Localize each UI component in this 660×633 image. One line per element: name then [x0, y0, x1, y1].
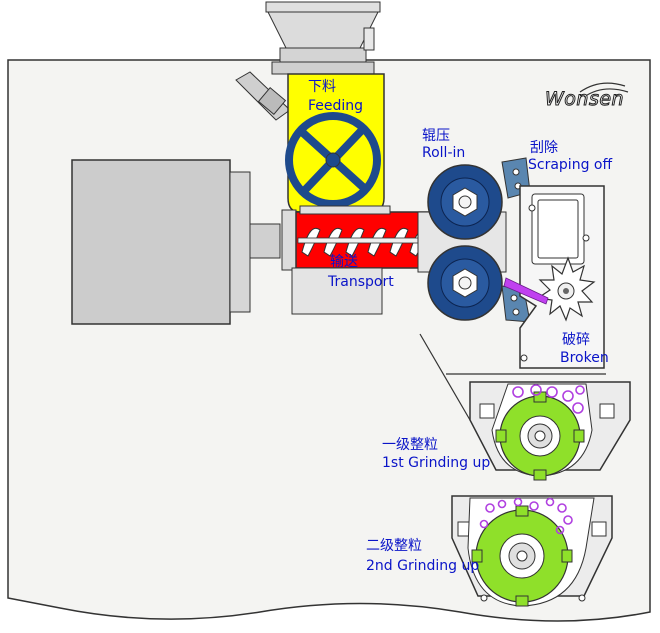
hopper-funnel	[265, 1, 381, 75]
grinder-1	[469, 381, 631, 481]
label-scraping-off-cn: 刮除	[530, 140, 558, 156]
roller-bottom	[427, 245, 503, 321]
label-grinding-1-en: 1st Grinding up	[382, 455, 490, 471]
roller-top	[427, 164, 503, 240]
screw-shaft	[297, 237, 435, 244]
label-broken-cn: 破碎	[562, 332, 590, 348]
discharge-chute	[419, 333, 606, 421]
label-scraping-off-en: Scraping off	[528, 157, 612, 173]
label-roll-in: 辊压 Roll-in	[422, 128, 465, 161]
label-grinding-2: 二级整粒 2nd Grinding up	[366, 538, 479, 574]
label-transport: 输送 Transport	[327, 254, 394, 290]
label-feeding-cn: 下料	[308, 79, 336, 95]
grinder-2	[451, 495, 613, 607]
label-grinding-1-cn: 一级整粒	[382, 437, 438, 453]
logo-text: Wonsen	[545, 88, 624, 110]
label-scraping-off: 刮除 Scraping off	[528, 140, 612, 173]
label-grinding-2-cn: 二级整粒	[366, 538, 422, 554]
label-broken: 破碎 Broken	[560, 332, 609, 366]
label-transport-cn: 输送	[330, 254, 358, 270]
label-feeding: 下料 Feeding	[308, 79, 363, 114]
label-grinding-1: 一级整粒 1st Grinding up	[382, 437, 490, 471]
breaker-rotor	[536, 256, 596, 322]
label-grinding-2-en: 2nd Grinding up	[366, 558, 479, 574]
label-roll-in-cn: 辊压	[422, 128, 450, 144]
drive-motor	[71, 159, 281, 325]
logo-swoosh	[579, 82, 626, 93]
feeding-agitator-wheel	[285, 112, 381, 208]
granules-1	[512, 384, 585, 414]
label-feeding-en: Feeding	[308, 98, 363, 114]
label-roll-in-en: Roll-in	[422, 145, 465, 161]
granules-2	[479, 497, 573, 535]
brand-logo: Wonsen	[545, 82, 629, 111]
label-broken-en: Broken	[560, 350, 609, 366]
label-transport-en: Transport	[327, 274, 394, 290]
scraped-flake	[503, 277, 549, 305]
